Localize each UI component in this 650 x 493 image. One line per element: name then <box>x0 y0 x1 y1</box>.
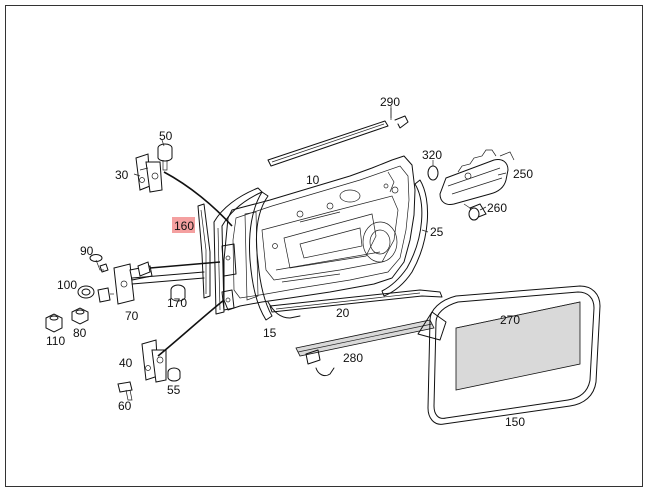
part-25-rear-seal[interactable] <box>381 179 428 297</box>
callout-160[interactable]: 160 <box>174 219 194 233</box>
part-150-door-seal[interactable] <box>417 285 601 425</box>
callout-80[interactable]: 80 <box>73 326 87 340</box>
part-50-bolt[interactable] <box>157 143 173 171</box>
callout-320[interactable]: 320 <box>422 148 442 162</box>
part-80-nut[interactable] <box>71 307 89 325</box>
callout-60[interactable]: 60 <box>118 399 132 413</box>
callout-290[interactable]: 290 <box>380 95 400 109</box>
part-290-window-strip[interactable] <box>267 106 409 167</box>
part-170-plug[interactable] <box>170 284 186 302</box>
part-250-door-handle[interactable] <box>439 149 515 205</box>
part-55-cap[interactable] <box>167 367 181 382</box>
callout-labels: 290 50 320 30 10 250 160 260 25 90 100 1… <box>46 95 533 429</box>
part-260-lock-cylinder[interactable] <box>463 203 487 221</box>
callout-260[interactable]: 260 <box>487 201 507 215</box>
callout-55[interactable]: 55 <box>167 383 181 397</box>
part-90-screw[interactable] <box>89 254 109 273</box>
callout-50[interactable]: 50 <box>159 129 173 143</box>
callout-150[interactable]: 150 <box>505 415 525 429</box>
highlight-160 <box>172 217 195 233</box>
callout-250[interactable]: 250 <box>513 167 533 181</box>
callout-280[interactable]: 280 <box>343 351 363 365</box>
callout-70[interactable]: 70 <box>125 309 139 323</box>
callout-30[interactable]: 30 <box>115 168 129 182</box>
part-20-lower-strip[interactable] <box>269 289 443 313</box>
callout-ticks <box>133 108 507 233</box>
part-60-bolt[interactable] <box>117 381 133 401</box>
part-270-pad-panel[interactable] <box>455 301 581 391</box>
part-40-lower-hinge[interactable] <box>141 339 167 383</box>
part-30-upper-hinge[interactable] <box>135 153 163 193</box>
callout-100[interactable]: 100 <box>57 278 77 292</box>
callout-170[interactable]: 170 <box>167 296 187 310</box>
callout-10[interactable]: 10 <box>306 173 320 187</box>
callout-25[interactable]: 25 <box>430 225 444 239</box>
a-pillar-frame <box>213 187 263 315</box>
callout-40[interactable]: 40 <box>119 356 133 370</box>
callout-270[interactable]: 270 <box>500 313 520 327</box>
part-70-door-check[interactable] <box>113 261 205 305</box>
callout-15[interactable]: 15 <box>263 326 277 340</box>
callout-20[interactable]: 20 <box>336 306 350 320</box>
callout-90[interactable]: 90 <box>80 244 94 258</box>
part-10-door-shell[interactable] <box>223 155 416 311</box>
diagram-frame <box>5 5 643 487</box>
part-15-seal[interactable] <box>249 191 301 321</box>
part-100-washer[interactable] <box>77 285 114 303</box>
part-320-grommet[interactable] <box>427 165 439 181</box>
callout-110[interactable]: 110 <box>46 334 65 348</box>
part-160-pillar-strip[interactable] <box>197 203 211 299</box>
part-110-nut[interactable] <box>45 313 63 333</box>
part-280-sill-strip[interactable] <box>295 319 435 377</box>
leader-lines <box>149 171 233 357</box>
